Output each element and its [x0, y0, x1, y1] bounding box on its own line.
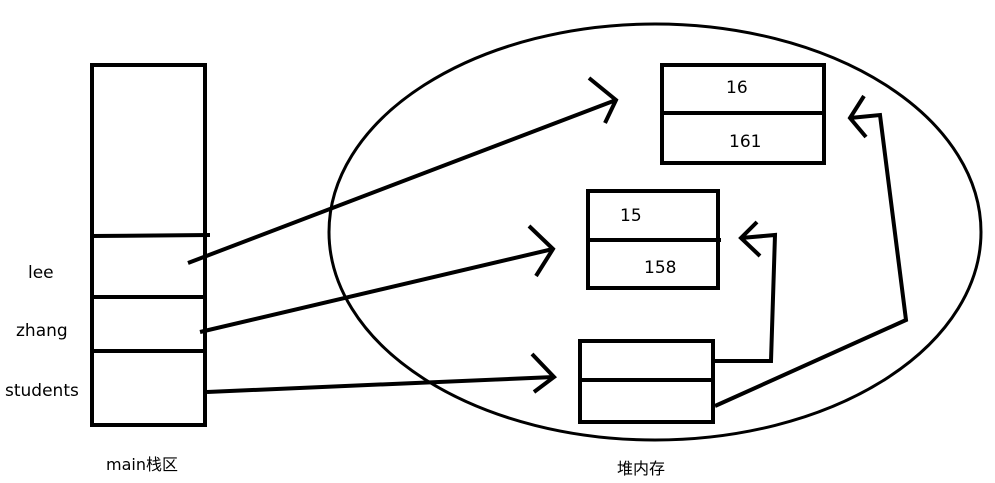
- var-label-lee: lee: [28, 263, 54, 283]
- arrow-shaft: [199, 247, 554, 334]
- arrow-head: [738, 220, 762, 258]
- reference-arrow-zhang: [199, 224, 556, 334]
- heap-object-3: [578, 339, 715, 424]
- arrow-shaft: [714, 112, 909, 408]
- field-value: 158: [644, 258, 676, 278]
- var-label-students: students: [5, 381, 79, 401]
- stack-frame: [90, 63, 211, 427]
- heap-region: [327, 22, 983, 442]
- heap-object-1: 16 161: [660, 63, 826, 165]
- field-value: 161: [729, 132, 761, 152]
- arrow-shaft: [187, 98, 617, 265]
- heap-object-2: 15 158: [586, 189, 721, 290]
- arrow-head: [587, 76, 619, 124]
- stack-frame-border: [90, 63, 207, 427]
- arrow-shaft: [713, 232, 778, 363]
- arrow-head: [527, 224, 556, 278]
- reference-arrow-students: [206, 352, 558, 394]
- element-arrow-1: [714, 94, 909, 408]
- reference-arrow-lee: [187, 76, 619, 265]
- var-label-zhang: zhang: [16, 321, 68, 341]
- field-value: 16: [726, 78, 748, 98]
- heap-caption: 堆内存: [617, 459, 665, 478]
- element-arrow-0: [713, 220, 778, 363]
- arrow-shaft: [206, 375, 555, 394]
- stack-divider: [91, 233, 211, 238]
- field-value: 15: [620, 206, 642, 226]
- stack-caption: main栈区: [106, 455, 178, 474]
- arrow-head: [530, 352, 558, 394]
- arrow-head: [847, 94, 868, 139]
